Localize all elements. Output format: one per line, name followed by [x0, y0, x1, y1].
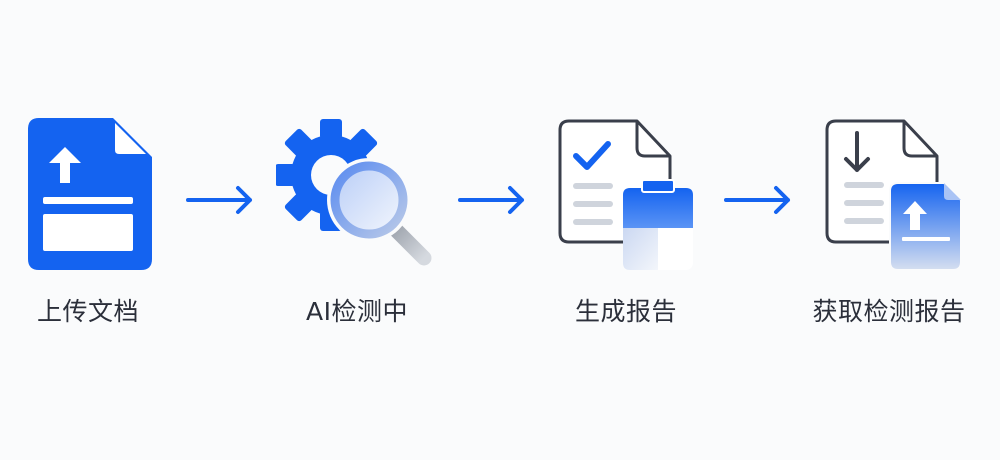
arrow-right-icon [458, 186, 524, 214]
arrow-right-icon [186, 186, 252, 214]
upload-document-icon [28, 118, 152, 270]
step-label: 获取检测报告 [812, 297, 966, 326]
gear-magnifier-icon [276, 119, 432, 266]
step-label: 生成报告 [574, 297, 678, 326]
download-report-icon [825, 119, 962, 271]
step-label: AI检测中 [306, 297, 408, 326]
report-checklist-icon [558, 119, 693, 270]
step-label: 上传文档 [36, 297, 140, 326]
arrow-right-icon [724, 186, 790, 214]
